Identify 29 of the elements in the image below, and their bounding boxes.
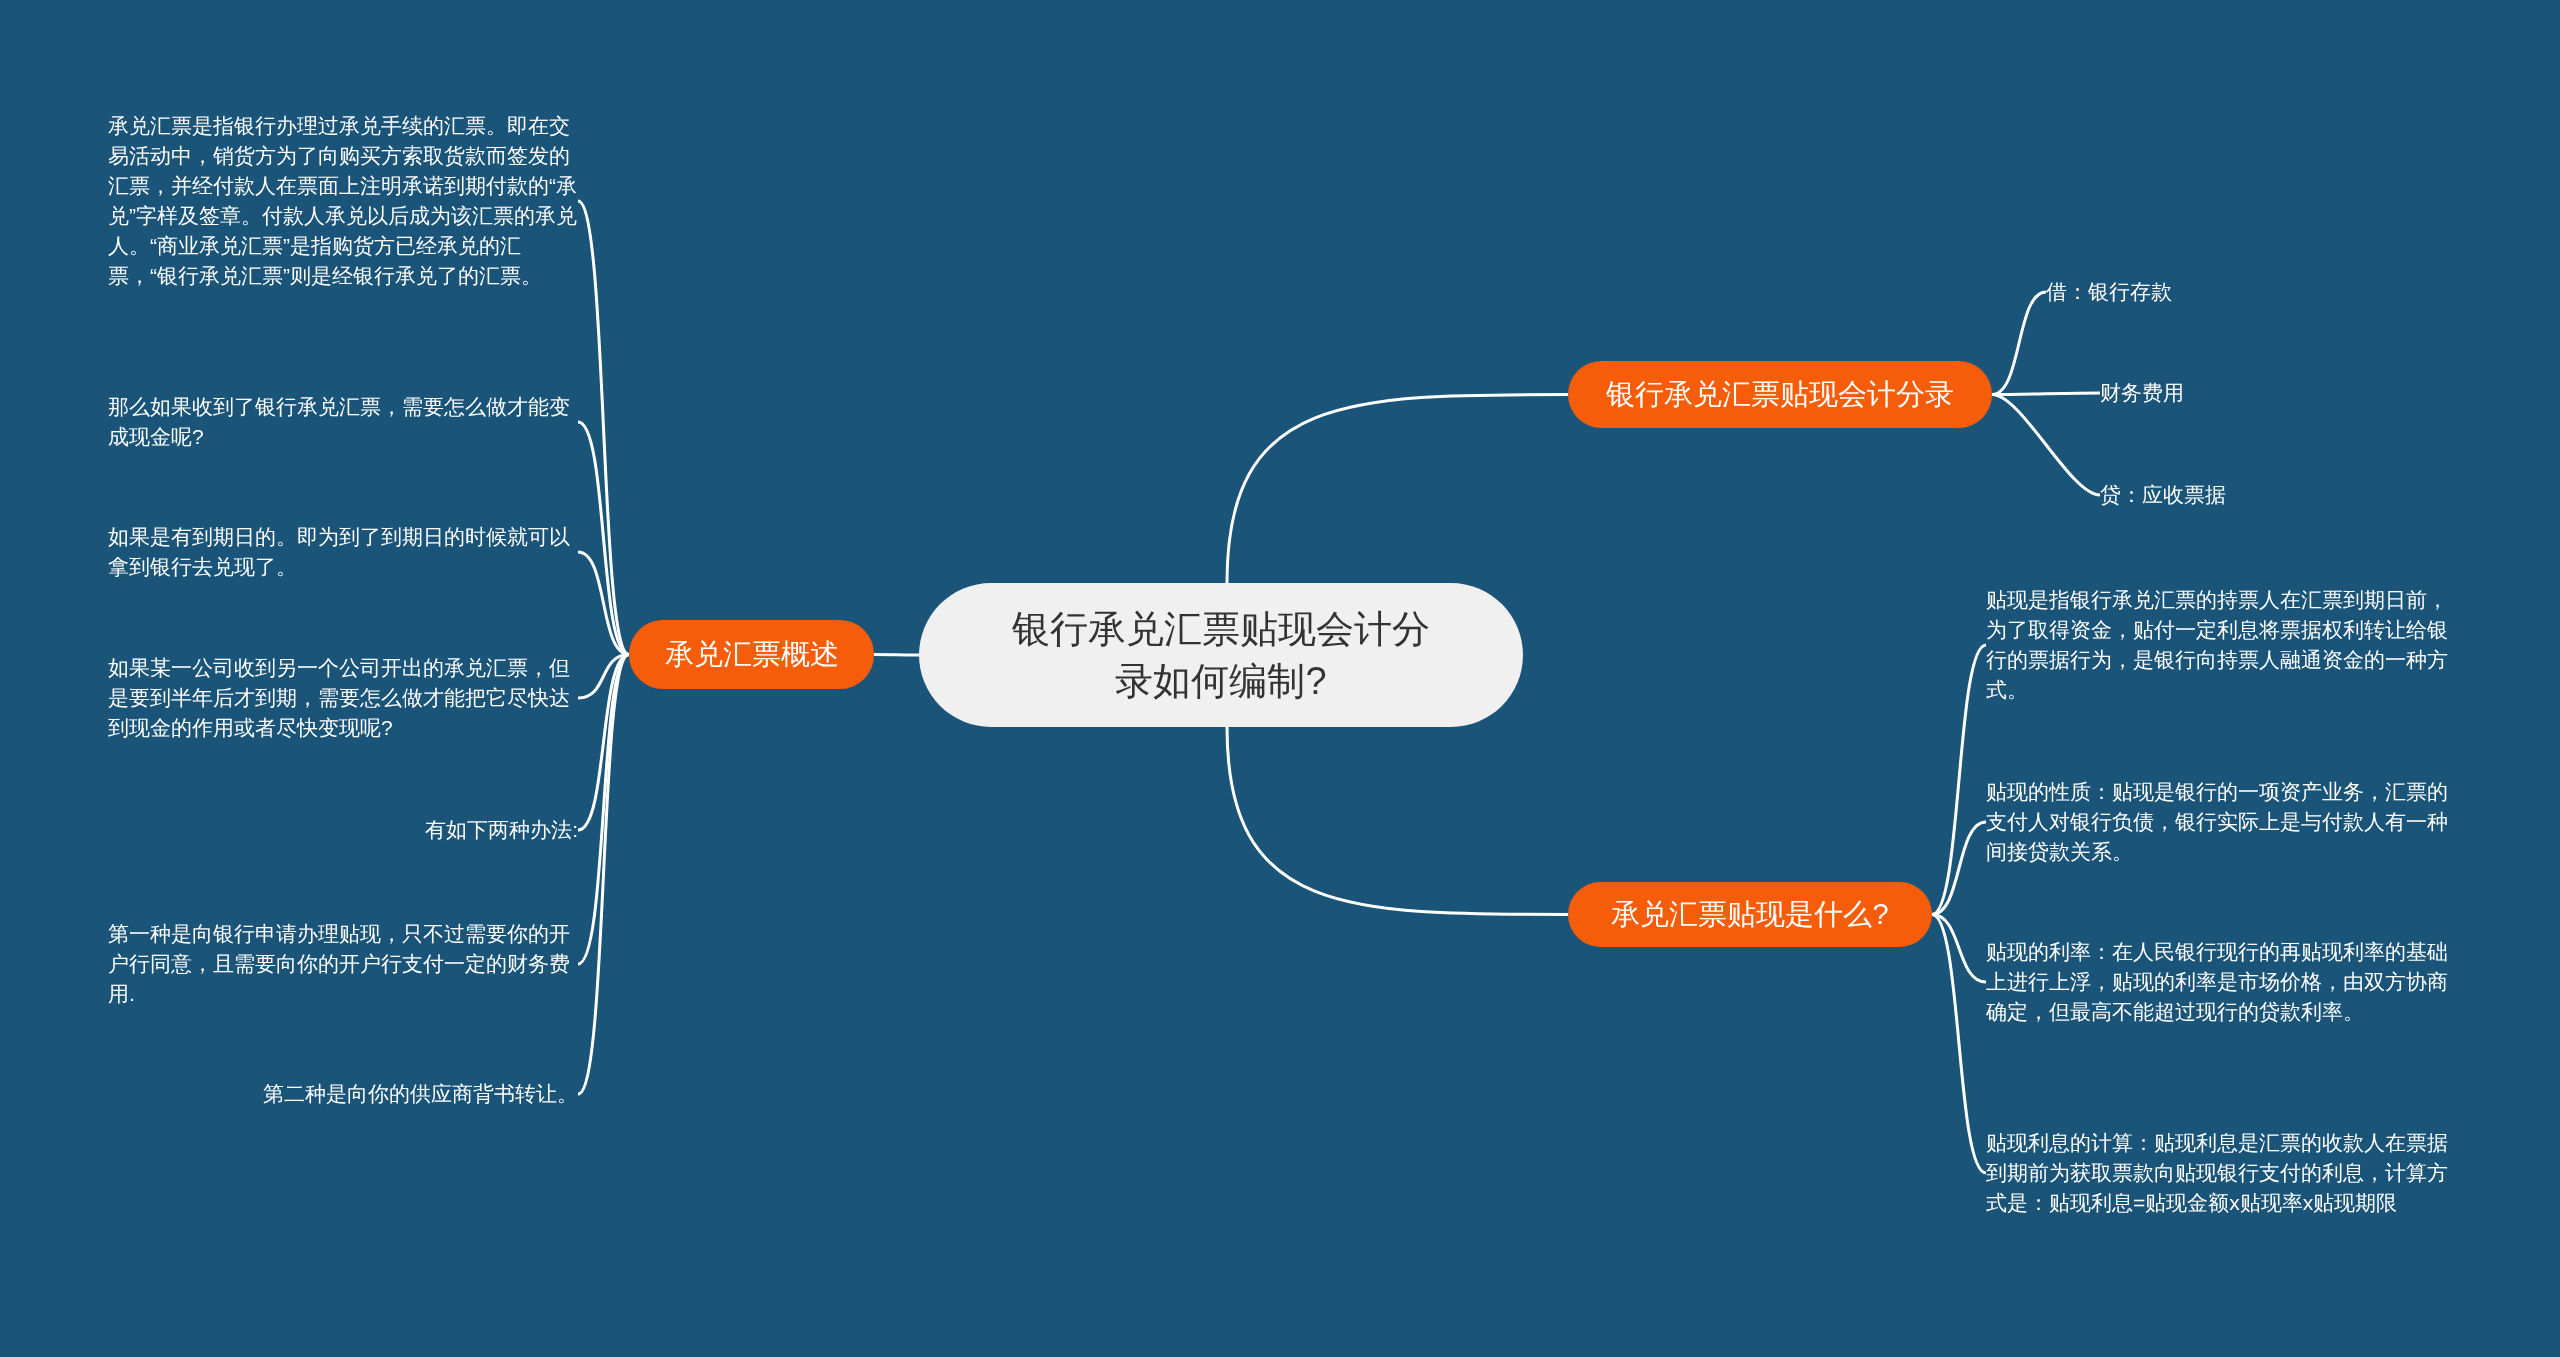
leaf-text: 财务费用 (2100, 378, 2350, 408)
leaf-text: 如果是有到期日的。即为到了到期日的时候就可以拿到银行去兑现了。 (108, 522, 578, 582)
connector-line (874, 653, 919, 657)
connector-line (1931, 643, 1987, 916)
connector-line (577, 653, 630, 832)
leaf-text: 贴现的性质：贴现是银行的一项资产业务，汇票的支付人对银行负债，银行实际上是与付款人有一种间接贷款关系。 (1986, 777, 2458, 867)
leaf-text: 第一种是向银行申请办理贴现，只不过需要你的开户行同意，且需要向你的开户行支付一定的财务费用. (108, 919, 578, 1009)
central-topic-box: 银行承兑汇票贴现会计分录如何编制? (919, 583, 1523, 727)
branch-topic-box: 承兑汇票贴现是什么? (1568, 882, 1932, 947)
leaf-text: 那么如果收到了银行承兑汇票，需要怎么做才能变成现金呢? (108, 392, 578, 452)
connector-line (1931, 913, 1987, 984)
leaf-text: 有如下两种办法: (108, 815, 578, 845)
leaf-text: 贷：应收票据 (2100, 480, 2350, 510)
connector-line (1225, 726, 1568, 916)
connector-line (577, 420, 630, 656)
leaf-text: 贴现的利率：在人民银行现行的再贴现利率的基础上进行上浮，贴现的利率是市场价格，由双方协商确定，但最高不能超过现行的贷款利率。 (1986, 937, 2458, 1027)
leaf-text: 如果某一公司收到另一个公司开出的承兑汇票，但是要到半年后才到期，需要怎么做才能把它尽快达到现金的作用或者尽快变现呢? (108, 653, 578, 743)
leaf-text: 贴现是指银行承兑汇票的持票人在汇票到期日前，为了取得资金，贴付一定利息将票据权利转让给银行的票据行为，是银行向持票人融通资金的一种方式。 (1986, 585, 2458, 705)
connector-line (1225, 393, 1568, 584)
leaf-text: 第二种是向你的供应商背书转让。 (108, 1079, 578, 1109)
branch-topic-box: 承兑汇票概述 (629, 620, 874, 689)
branch-topic-box: 银行承兑汇票贴现会计分录 (1568, 361, 1992, 428)
leaf-text: 借：银行存款 (2046, 277, 2296, 307)
connector-line (576, 653, 631, 1095)
connector-line (576, 200, 631, 656)
leaf-text: 贴现利息的计算：贴现利息是汇票的收款人在票据到期前为获取票款向贴现银行支付的利息，计算方式是：贴现利息=贴现金额x贴现率x贴现期限 (1986, 1128, 2458, 1218)
connector-line (1931, 913, 1987, 1175)
leaf-text: 承兑汇票是指银行办理过承兑手续的汇票。即在交易活动中，销货方为了向购买方索取货款而签发的汇票，并经付款人在票面上注明承诺到期付款的“承兑”字样及签章。付款人承兑以后成为该汇票的承兑人。“商业承兑汇票”是指购货方已经承兑的汇票，“银行承兑汇票”则是经银行承兑了的汇票。 (108, 111, 578, 291)
connector-line (1991, 393, 2101, 497)
